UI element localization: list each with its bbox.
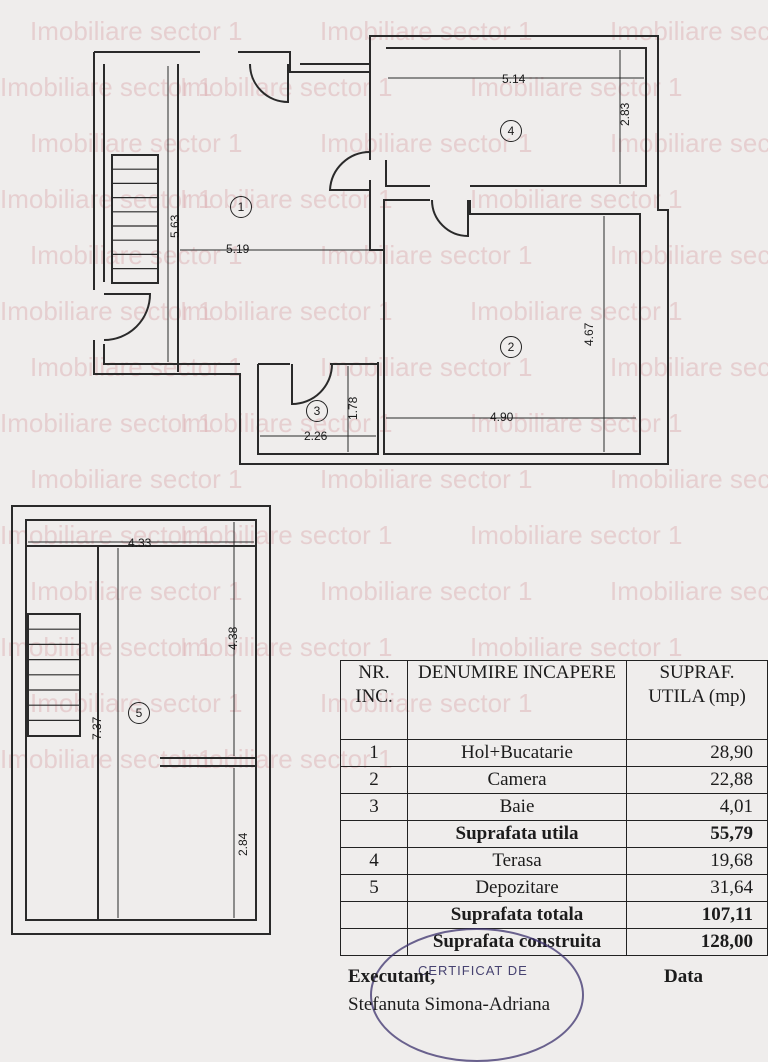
room-number-3: 3 xyxy=(306,400,328,422)
watermark-text: Imobiliare sector 1 xyxy=(180,408,393,438)
dim-upper-part-depth: 4.38 xyxy=(226,626,240,650)
legend-header-row: NR. INC. DENUMIRE INCAPERE SUPRAF. UTILA… xyxy=(340,660,768,740)
legend-cell-name: Baie xyxy=(407,793,627,821)
room-number-1: 1 xyxy=(230,196,252,218)
legend-cell-name: Hol+Bucatarie xyxy=(407,739,627,767)
legend-cell-area: 55,79 xyxy=(626,820,768,848)
dim-bath-width: 2.26 xyxy=(304,429,328,443)
watermark-text: Imobiliare sector 1 xyxy=(30,16,243,46)
room-number-4: 4 xyxy=(500,120,522,142)
upper-partition xyxy=(26,545,256,920)
legend-cell-nr: 1 xyxy=(340,739,408,767)
ground-inner-wall xyxy=(103,63,641,455)
legend-cell-area: 19,68 xyxy=(626,847,768,875)
legend-cell-name: Depozitare xyxy=(407,874,627,902)
watermark-text: Imobiliare sector 1 xyxy=(610,128,768,158)
watermark-text: Imobiliare sector 1 xyxy=(180,632,393,662)
dim-hall-width: 5.19 xyxy=(226,242,250,256)
watermark-text: Imobiliare sector 1 xyxy=(470,408,683,438)
executant-label: Executant, xyxy=(348,966,436,987)
dim-room-width: 4.90 xyxy=(490,410,514,424)
watermark-text: Imobiliare sector 1 xyxy=(320,576,533,606)
legend-cell-nr: 5 xyxy=(340,874,408,902)
header-area: SUPRAF. UTILA (mp) xyxy=(626,660,768,740)
watermark-text: Imobiliare sector 1 xyxy=(610,16,768,46)
dim-lower-part-depth: 2.84 xyxy=(236,832,250,856)
legend-cell-name: Camera xyxy=(407,766,627,794)
dim-storage-width: 4.33 xyxy=(128,536,152,550)
watermark-text: Imobiliare sector 1 xyxy=(30,352,243,382)
ground-outer-wall xyxy=(93,35,669,465)
watermark-text: Imobiliare sector 1 xyxy=(470,632,683,662)
legend-cell-nr: 2 xyxy=(340,766,408,794)
watermark-text: Imobiliare sector 1 xyxy=(470,296,683,326)
legend-cell-nr xyxy=(340,901,408,929)
upper-outer-wall xyxy=(11,505,271,935)
legend-cell-area: 22,88 xyxy=(626,766,768,794)
stairs-ground xyxy=(111,154,159,284)
watermark-text: Imobiliare sector 1 xyxy=(610,240,768,270)
legend-cell-nr xyxy=(340,820,408,848)
room-number-5: 5 xyxy=(128,702,150,724)
watermark-text: Imobiliare sector 1 xyxy=(320,240,533,270)
upper-inner-wall xyxy=(25,519,257,921)
terrace-inner xyxy=(385,47,647,187)
legend-cell-area: 31,64 xyxy=(626,874,768,902)
floor-plan xyxy=(11,35,669,935)
watermark-text: Imobiliare sector 1 xyxy=(470,72,683,102)
watermark-text: Imobiliare sector 1 xyxy=(30,464,243,494)
watermark-text: Imobiliare sector 1 xyxy=(320,16,533,46)
door-arc xyxy=(249,63,289,104)
room-number-2: 2 xyxy=(500,336,522,358)
watermark-text: Imobiliare sector 1 xyxy=(30,128,243,158)
dim-terrace-width: 5.14 xyxy=(502,72,526,86)
watermark-text: Imobiliare sector 1 xyxy=(470,184,683,214)
area-legend-table: NR. INC. DENUMIRE INCAPERE SUPRAF. UTILA… xyxy=(340,660,768,956)
legend-cell-area: 128,00 xyxy=(626,928,768,956)
watermark-text: Imobiliare sector 1 xyxy=(610,352,768,382)
dim-storage-depth: 7.37 xyxy=(90,716,104,740)
watermark-text: Imobiliare sector 1 xyxy=(320,464,533,494)
watermark-text: Imobiliare sector 1 xyxy=(0,632,213,662)
dim-room-depth: 4.67 xyxy=(582,322,596,346)
legend-cell-name: Terasa xyxy=(407,847,627,875)
header-name: DENUMIRE INCAPERE xyxy=(407,660,627,740)
date-label: Data xyxy=(664,966,704,987)
legend-cell-area: 28,90 xyxy=(626,739,768,767)
legend-cell-area: 4,01 xyxy=(626,793,768,821)
watermark-text: Imobiliare sector 1 xyxy=(320,352,533,382)
legend-cell-nr: 3 xyxy=(340,793,408,821)
watermark-text: Imobiliare sector 1 xyxy=(30,576,243,606)
watermark-text: Imobiliare sector 1 xyxy=(30,240,243,270)
watermark-text: Imobiliare sector 1 xyxy=(320,128,533,158)
legend-cell-name: Suprafata utila xyxy=(407,820,627,848)
door-arc xyxy=(431,199,469,238)
dim-bath-depth: 1.78 xyxy=(346,396,360,420)
legend-cell-area: 107,11 xyxy=(626,901,768,929)
door-arc xyxy=(291,363,333,406)
watermark-text: Imobiliare sector 1 xyxy=(610,464,768,494)
dim-hall-depth: 5.63 xyxy=(168,214,182,238)
door-arc xyxy=(328,150,371,191)
watermark-text: Imobiliare sector 1 xyxy=(180,296,393,326)
watermark-text: Imobiliare sector 1 xyxy=(0,408,213,438)
watermark-text: Imobiliare sector 1 xyxy=(180,72,393,102)
watermark-text: Imobiliare sector 1 xyxy=(470,520,683,550)
bath-wall xyxy=(257,362,379,455)
door-arc xyxy=(103,293,152,341)
stamp-text: CERTIFICAT DE xyxy=(418,963,528,978)
executant-name: Stefanuta Simona-Adriana xyxy=(348,994,551,1015)
legend-cell-nr: 4 xyxy=(340,847,408,875)
dim-terrace-depth: 2.83 xyxy=(618,102,632,126)
header-nr: NR. INC. xyxy=(340,660,408,740)
watermark-text: Imobiliare sector 1 xyxy=(610,576,768,606)
legend-cell-name: Suprafata totala xyxy=(407,901,627,929)
